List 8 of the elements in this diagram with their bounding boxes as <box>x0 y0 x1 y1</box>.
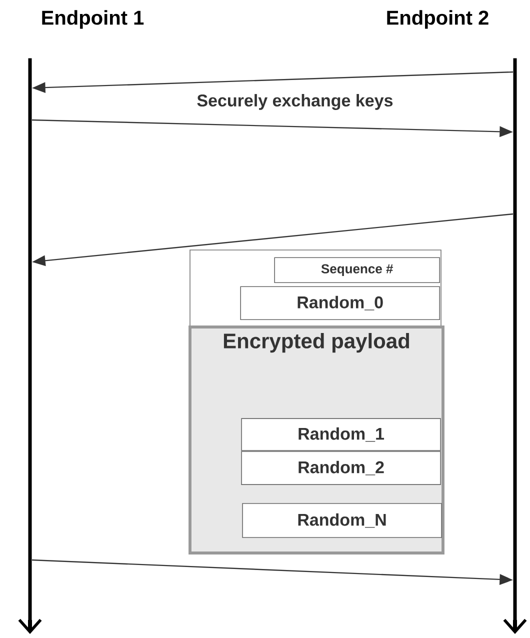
field-box: Random_0 <box>240 286 440 320</box>
message-label: Securely exchange keys <box>197 94 393 110</box>
field-box: Sequence # <box>274 257 440 283</box>
node-label: Endpoint 2 <box>387 10 488 29</box>
field-box: Random_N <box>242 503 442 538</box>
field-box: Random_1 <box>241 418 441 451</box>
node-label: Endpoint 1 <box>42 10 144 29</box>
field-box: Random_2 <box>241 451 441 485</box>
